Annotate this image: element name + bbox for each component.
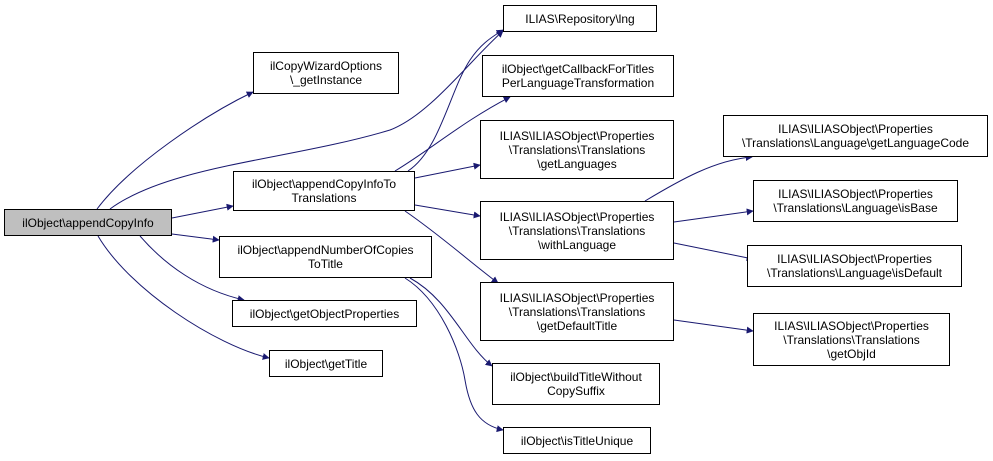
edge-root-get-title [97,235,270,360]
node-root: ilObject\appendCopyInfo [4,209,172,236]
edge-withlang-is-base [673,208,754,223]
node-is-base[interactable]: ILIAS\ILIASObject\Properties \Translatio… [753,180,958,222]
node-with-language[interactable]: ILIAS\ILIASObject\Properties \Translatio… [480,201,674,260]
edge-trans-get-default-title [404,210,499,284]
edge-root-get-object-properties [139,235,245,303]
edge-withlang-is-default [673,242,754,262]
edge-number-is-title-unique [404,277,504,433]
edge-withlang-get-language-code [644,154,753,202]
edge-trans-get-callback [394,96,511,172]
edge-trans-with-language [414,204,481,219]
node-repository-lng[interactable]: ILIAS\Repository\lng [503,5,657,32]
edge-default-get-obj-id [673,319,754,334]
edge-trans-get-languages [414,162,481,179]
node-get-callback[interactable]: ilObject\getCallbackForTitles PerLanguag… [482,55,674,97]
edge-root-append-number [171,233,220,243]
node-get-obj-id[interactable]: ILIAS\ILIASObject\Properties \Translatio… [753,313,950,366]
node-get-languages[interactable]: ILIAS\ILIASObject\Properties \Translatio… [480,120,674,179]
edge-number-build-title [409,277,493,367]
node-build-title[interactable]: ilObject\buildTitleWithout CopySuffix [492,363,660,405]
node-get-object-properties[interactable]: ilObject\getObjectProperties [232,300,417,327]
node-append-translations[interactable]: ilObject\appendCopyInfoTo Translations [233,171,415,211]
node-get-title[interactable]: ilObject\getTitle [269,350,383,377]
node-is-title-unique[interactable]: ilObject\isTitleUnique [503,427,651,454]
node-append-number[interactable]: ilObject\appendNumberOfCopies ToTitle [219,236,432,278]
node-copywizard[interactable]: ilCopyWizardOptions \_getInstance [253,52,399,94]
node-get-default-title[interactable]: ILIAS\ILIASObject\Properties \Translatio… [480,282,674,341]
node-is-default[interactable]: ILIAS\ILIASObject\Properties \Translatio… [747,245,962,287]
edge-root-copywizard [96,91,254,210]
edge-root-append-translations [171,203,234,219]
node-get-language-code[interactable]: ILIAS\ILIASObject\Properties \Translatio… [723,115,988,157]
